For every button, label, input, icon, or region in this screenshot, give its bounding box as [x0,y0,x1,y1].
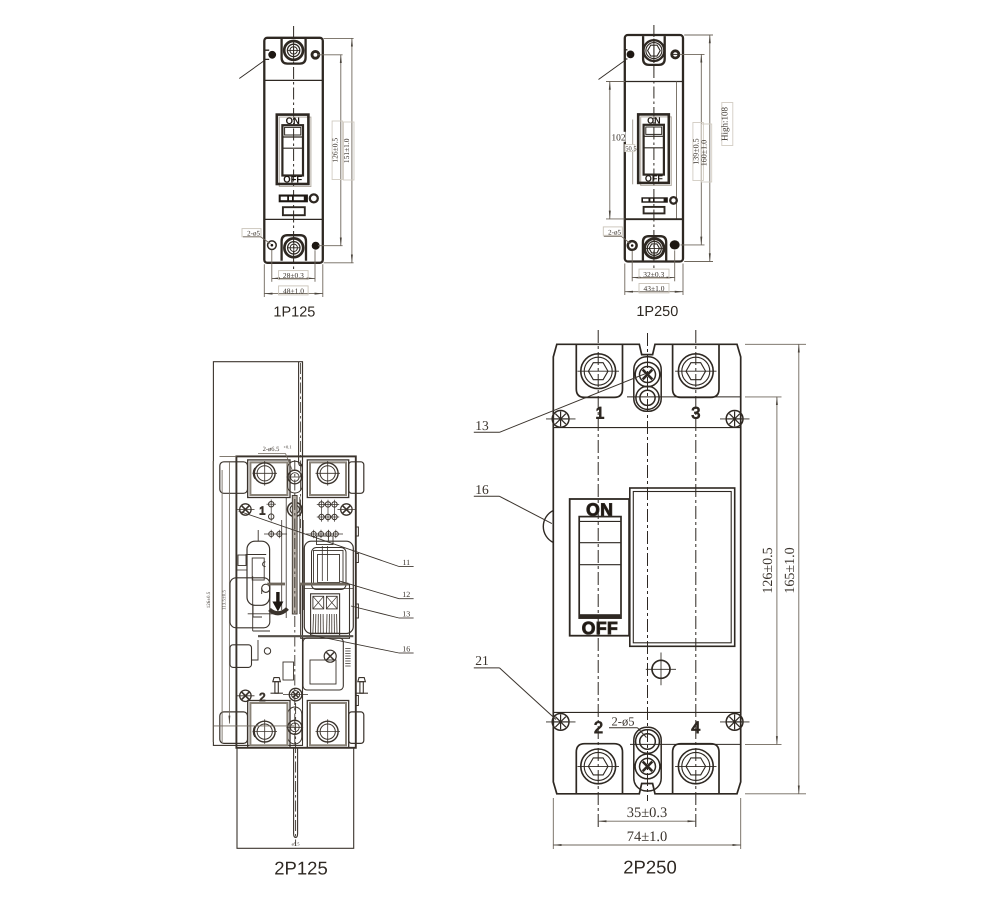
svg-text:4: 4 [691,719,700,737]
svg-text:21: 21 [475,653,489,668]
svg-text:OFF: OFF [645,173,663,183]
svg-text:1P125: 1P125 [273,304,315,320]
svg-text:160±1.0: 160±1.0 [700,140,709,166]
svg-text:74±1.0: 74±1.0 [627,829,668,845]
svg-text:2: 2 [594,719,603,737]
svg-text:32±0.3: 32±0.3 [643,270,664,279]
svg-text:50.5: 50.5 [625,145,636,152]
svg-text:13: 13 [402,609,410,618]
svg-text:2-ø5: 2-ø5 [612,714,635,728]
svg-text:43±1.0: 43±1.0 [644,284,665,293]
svg-text:OFF: OFF [283,175,302,186]
svg-text:48±1.0: 48±1.0 [283,286,304,295]
svg-text:12: 12 [402,590,410,599]
svg-text:ON: ON [286,116,300,127]
svg-text:126±0.5: 126±0.5 [331,138,340,163]
svg-text:28±0.3: 28±0.3 [283,271,304,280]
svg-text:126±0.5: 126±0.5 [761,547,776,593]
svg-text:2-ø6.5: 2-ø6.5 [263,446,280,453]
svg-text:ø5.5: ø5.5 [292,842,301,847]
svg-text:151±1.0: 151±1.0 [342,138,351,163]
svg-text:2P125: 2P125 [274,858,328,879]
svg-text:2-ø5: 2-ø5 [608,229,621,237]
svg-text:ON: ON [647,115,661,125]
svg-text:1: 1 [259,506,265,518]
svg-text:OFF: OFF [582,618,619,638]
svg-text:16: 16 [475,482,489,497]
svg-text:+0.1: +0.1 [284,445,292,450]
svg-text:139±0.5: 139±0.5 [691,138,700,164]
svg-text:35±0.3: 35±0.3 [627,805,668,821]
svg-text:165±1.0: 165±1.0 [783,547,798,593]
svg-text:1: 1 [595,404,604,422]
svg-text:2: 2 [259,692,265,704]
svg-text:102: 102 [611,134,626,144]
svg-text:113.5±0.5: 113.5±0.5 [221,589,227,610]
svg-text:2P250: 2P250 [623,857,677,878]
svg-text:3: 3 [691,404,700,422]
svg-text:11: 11 [402,558,410,567]
svg-text:2-ø5: 2-ø5 [247,229,260,237]
svg-text:ON: ON [586,499,613,519]
svg-text:126±0.5: 126±0.5 [206,591,212,608]
svg-text:1P250: 1P250 [636,304,678,320]
svg-text:13: 13 [475,418,489,433]
svg-text:High:108: High:108 [720,107,730,142]
svg-text:16: 16 [402,644,410,653]
